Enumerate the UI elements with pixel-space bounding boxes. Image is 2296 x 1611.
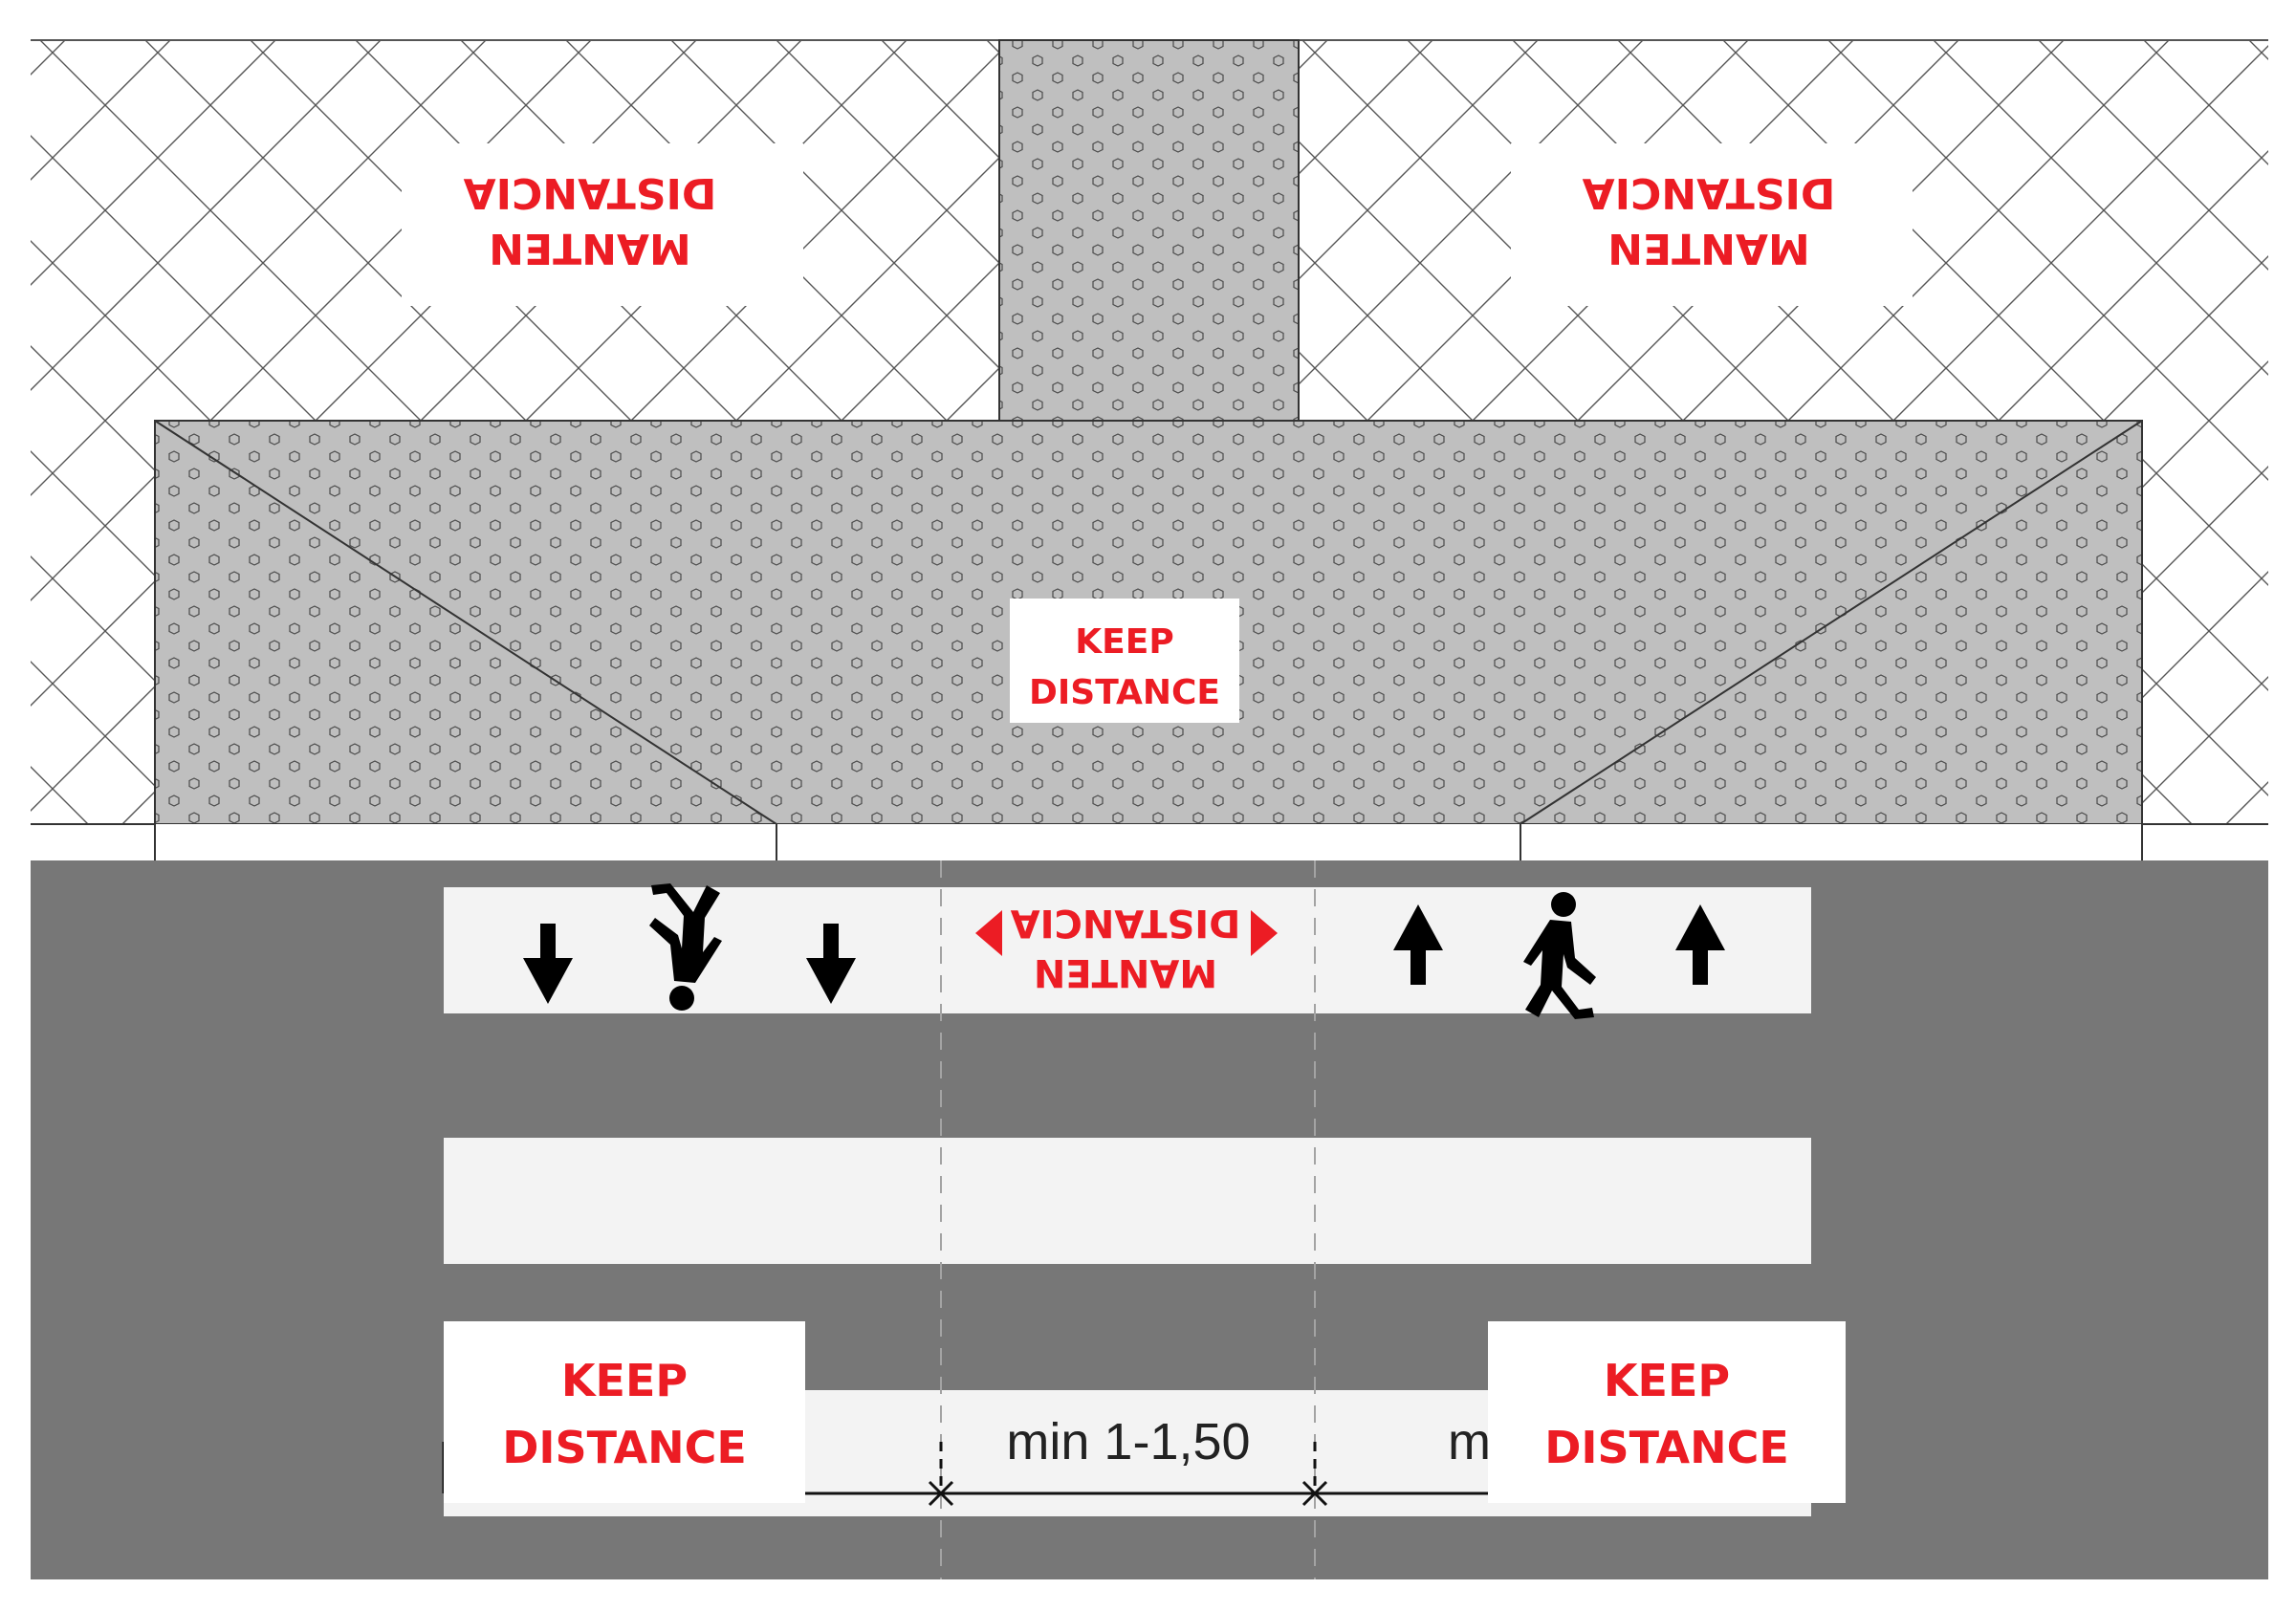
- reversed-sign-stripe: MANTEN DISTANCIA: [1011, 901, 1241, 994]
- sign-right-line2: DISTANCIA: [1583, 168, 1836, 217]
- sign-left-line1: MANTEN: [489, 224, 691, 272]
- sign-right-line1: MANTEN: [1607, 224, 1810, 272]
- dimension-tick-left: [928, 1480, 954, 1507]
- sign-left-line2: DISTANCIA: [464, 168, 717, 217]
- curb-edge: [154, 824, 2143, 860]
- text-patch-right: [1511, 143, 1913, 306]
- ramp-line-right: [1520, 420, 2143, 825]
- keep-label-center-line2: DISTANCE: [1029, 673, 1220, 712]
- keep-distance-box-right: KEEP DISTANCE: [1488, 1321, 1846, 1503]
- arrow-up-icon: [1393, 904, 1443, 985]
- triangle-right-icon: [1251, 910, 1278, 956]
- keep-label-center-line1: KEEP: [1075, 622, 1173, 662]
- keep-distance-label-paving: KEEP DISTANCE: [1010, 599, 1239, 723]
- pedestrian-icon: [1523, 892, 1596, 1019]
- text-patch-left: [402, 143, 803, 306]
- arrow-up-icon: [1675, 904, 1725, 985]
- keep-label-left-line1: KEEP: [561, 1355, 688, 1406]
- arrow-down-icon: [806, 924, 856, 1004]
- dimension-label-cut: m: [1448, 1413, 1491, 1470]
- tactile-paving-stem: [998, 39, 1300, 422]
- ramp-line-left: [154, 420, 777, 825]
- zebra-stripe-2: [444, 1138, 1811, 1264]
- dimension-tick-right: [1301, 1480, 1328, 1507]
- keep-distance-box-left: KEEP DISTANCE: [444, 1321, 805, 1503]
- triangle-left-icon: [975, 910, 1002, 956]
- dimension-label: min 1-1,50: [1006, 1413, 1250, 1470]
- keep-label-right-line1: KEEP: [1604, 1355, 1730, 1406]
- reversed-sign-right: MANTEN DISTANCIA: [1583, 168, 1836, 272]
- sign-stripe-line1: MANTEN: [1034, 950, 1217, 994]
- reversed-sign-left: MANTEN DISTANCIA: [464, 168, 717, 272]
- keep-label-right-line2: DISTANCE: [1544, 1422, 1789, 1473]
- arrow-down-icon: [523, 924, 573, 1004]
- keep-label-left-line2: DISTANCE: [502, 1422, 747, 1473]
- pedestrian-icon: [649, 883, 722, 1011]
- sign-stripe-line2: DISTANCIA: [1011, 901, 1241, 945]
